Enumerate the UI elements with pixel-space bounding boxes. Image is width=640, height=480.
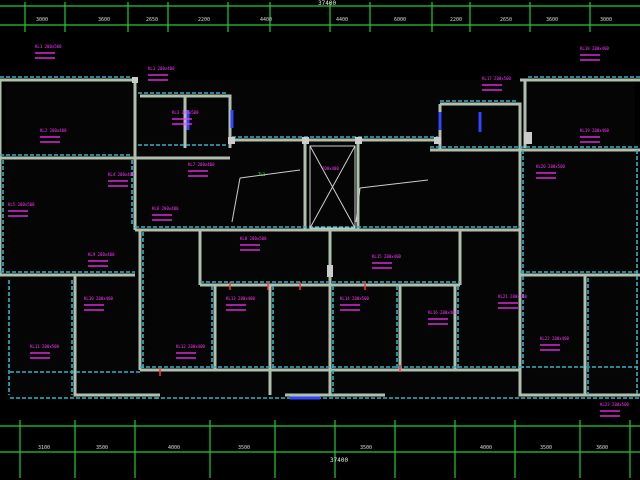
top-dim-label: 3000	[36, 17, 48, 23]
stair-label: 200x400	[322, 166, 339, 171]
top-total-dimension: 37400	[318, 0, 336, 7]
bottom-total-dimension: 37400	[330, 457, 348, 464]
beam-label: KL21 200x400	[498, 294, 527, 299]
columns	[132, 77, 532, 277]
top-dim-label: 2200	[450, 17, 462, 23]
beam-label: KL2 200x400	[40, 128, 67, 133]
beam-label: KL19 200x400	[580, 128, 609, 133]
stair-core	[309, 145, 356, 229]
slab-markers	[231, 169, 429, 223]
bottom-dimension-labels: 3100 3500 4000 3500 3500 4000 3500 3600	[38, 445, 608, 451]
top-dim-label: 3600	[546, 17, 558, 23]
top-dim-label: 4400	[336, 17, 348, 23]
bottom-dim-label: 3500	[360, 445, 372, 451]
bottom-dim-label: 3500	[96, 445, 108, 451]
top-dim-label: 3000	[600, 17, 612, 23]
top-dimension-band	[0, 2, 640, 32]
bottom-dim-label: 3500	[238, 445, 250, 451]
beam-label: KL5 200x500	[8, 202, 35, 207]
top-dim-label: 6000	[394, 17, 406, 23]
beam-label: KL7 200x400	[188, 162, 215, 167]
beam-label: KL3 200x500	[172, 110, 199, 115]
top-dim-label: 4400	[260, 17, 272, 23]
structural-walls	[0, 78, 640, 397]
beam-label: KL15 200x400	[372, 254, 401, 259]
beam-label: KL14 200x500	[340, 296, 369, 301]
blue-openings	[186, 110, 482, 400]
bottom-dim-label: 3100	[38, 445, 50, 451]
beam-label: KL4 200x400	[108, 172, 135, 177]
bottom-dim-label: 4000	[480, 445, 492, 451]
beam-label: KL20 200x500	[536, 164, 565, 169]
beams	[0, 76, 640, 399]
red-openings	[159, 282, 401, 376]
beam-label: KL16 200x400	[428, 310, 457, 315]
beam-label: KL10 200x400	[84, 296, 113, 301]
beam-label: KL23 200x500	[600, 402, 629, 407]
beam-label: KL12 200x400	[176, 344, 205, 349]
top-dim-label: 2650	[500, 17, 512, 23]
bottom-dim-label: 4000	[168, 445, 180, 451]
beam-label: KL13 200x400	[226, 296, 255, 301]
beam-label: KL17 200x500	[482, 76, 511, 81]
beam-label: KL8 200x500	[240, 236, 267, 241]
top-dim-label: 2650	[146, 17, 158, 23]
top-dim-label: 3600	[98, 17, 110, 23]
beam-label: KL18 200x400	[580, 46, 609, 51]
beam-label: KL1 200x500	[35, 44, 62, 49]
beam-label: KL1 200x400	[148, 66, 175, 71]
bottom-dim-label: 3500	[540, 445, 552, 451]
top-dimension-labels: 3000 3600 2650 2200 4400 4400 6000 2200 …	[36, 17, 612, 23]
bottom-dimension-band	[0, 420, 640, 478]
beam-label: KL6 200x400	[152, 206, 179, 211]
bottom-dim-label: 3600	[596, 445, 608, 451]
floor-slabs	[5, 80, 635, 400]
beam-label: KL11 200x500	[30, 344, 59, 349]
top-dim-label: 2200	[198, 17, 210, 23]
beam-label: KL22 200x400	[540, 336, 569, 341]
green-slab-label: TL1	[258, 172, 266, 177]
beam-label: KL9 200x400	[88, 252, 115, 257]
